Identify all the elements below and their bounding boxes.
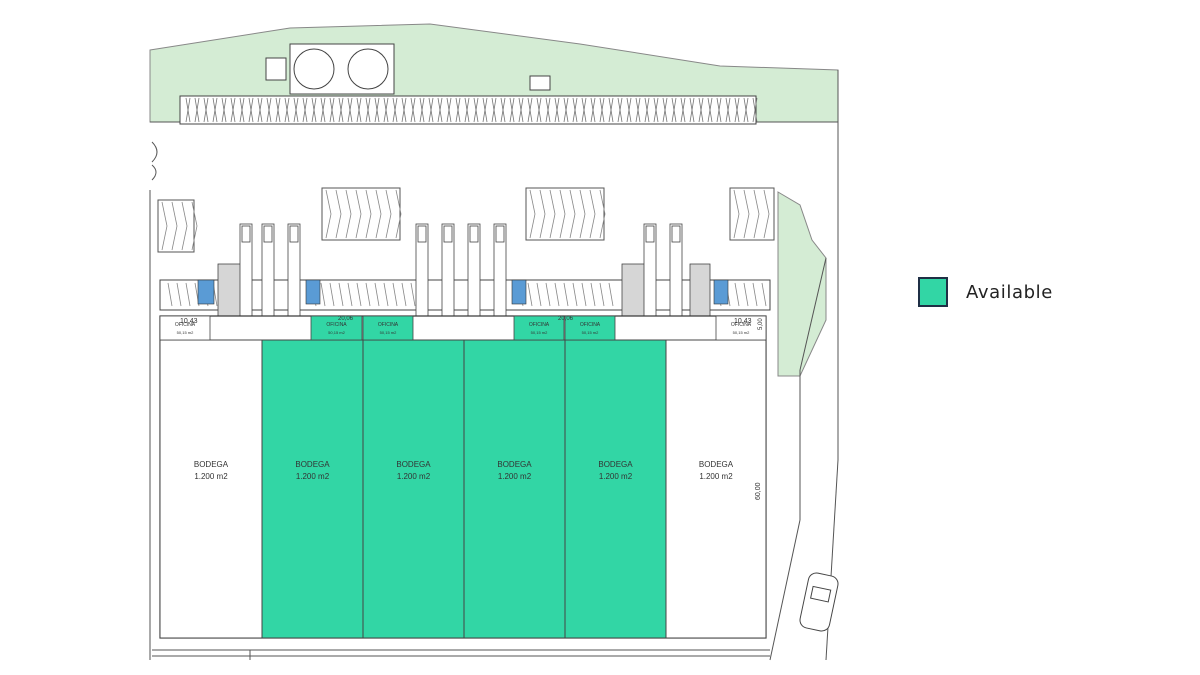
office-label: OFICINA (580, 322, 601, 328)
warehouse-area: 1.200 m2 (194, 472, 228, 481)
legend-swatch-available (918, 277, 948, 307)
office-area: 50,15 m2 (582, 330, 599, 335)
warehouse-unit-1 (159, 339, 263, 639)
warehouse-area: 1.200 m2 (498, 472, 532, 481)
office-unit-2 (310, 315, 363, 341)
warehouse-label: BODEGA (194, 460, 229, 469)
warehouse-unit-5 (564, 339, 667, 639)
office-label: OFICINA (378, 322, 399, 328)
office-label: OFICINA (529, 322, 550, 328)
warehouse-unit-4 (463, 339, 566, 639)
warehouse-area: 1.200 m2 (397, 472, 431, 481)
dim-right-width: 10,43 (734, 318, 752, 325)
dim-span-b: 20,06 (558, 316, 574, 322)
dim-span-a: 20,06 (338, 316, 354, 322)
warehouse-label: BODEGA (699, 460, 734, 469)
office-unit-4 (513, 315, 565, 341)
dim-depth: 60,00 (755, 482, 762, 500)
office-area: 50,15 m2 (733, 330, 750, 335)
legend: Available (918, 277, 1053, 307)
office-area: 50,15 m2 (531, 330, 548, 335)
warehouse-unit-6 (665, 339, 767, 639)
office-area: 50,15 m2 (380, 330, 397, 335)
warehouse-label: BODEGA (598, 460, 633, 469)
dim-right-small: 5,00 (758, 318, 764, 330)
warehouse-area: 1.200 m2 (599, 472, 633, 481)
right-green-area (777, 191, 827, 377)
car-icon (799, 572, 839, 632)
warehouse-area: 1.200 m2 (699, 472, 733, 481)
water-tanks (265, 43, 551, 95)
warehouse-units: BODEGA 1.200 m2 BODEGA 1.200 m2 BODEGA 1.200 … (159, 339, 767, 639)
legend-label: Available (966, 281, 1053, 303)
office-unit-5 (564, 315, 616, 341)
office-area: 50,15 m2 (177, 330, 194, 335)
warehouse-unit-3 (362, 339, 465, 639)
office-unit-3 (362, 315, 414, 341)
warehouse-label: BODEGA (396, 460, 431, 469)
office-units: OFICINA 50,15 m2 OFICINA 50,15 m2 OFICINA 50,… (159, 315, 767, 341)
dimension-labels: 10,43 10,43 20,06 20,06 5,00 60,00 (180, 316, 764, 500)
warehouse-label: BODEGA (497, 460, 532, 469)
office-area: 50,15 m2 (328, 330, 345, 335)
top-parking-row (179, 95, 758, 125)
bottom-road (152, 649, 770, 660)
warehouse-label: BODEGA (295, 460, 330, 469)
office-label: OFICINA (326, 322, 347, 328)
office-label: OFICINA (175, 322, 196, 328)
office-label: OFICINA (731, 322, 752, 328)
office-unit-1 (159, 315, 211, 341)
warehouse-unit-2 (261, 339, 364, 639)
entrance-arcs (151, 141, 158, 181)
dim-left-width: 10,43 (180, 318, 198, 325)
office-unit-6 (715, 315, 767, 341)
warehouse-area: 1.200 m2 (296, 472, 330, 481)
